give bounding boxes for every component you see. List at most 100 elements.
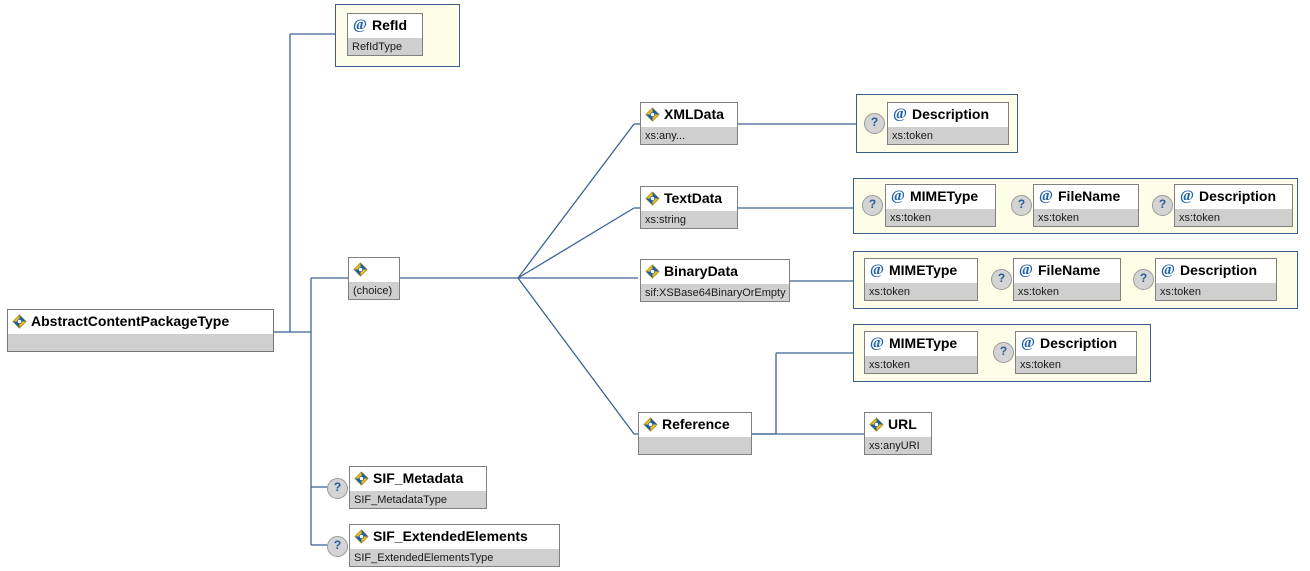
- node-title-row: @ Description: [888, 103, 1008, 126]
- node-type: xs:token: [865, 282, 977, 300]
- element-icon: [354, 471, 369, 486]
- node-type: xs:token: [865, 355, 977, 373]
- node-type: xs:string: [641, 210, 737, 228]
- node-title-row: SIF_ExtendedElements: [350, 525, 559, 548]
- node-label: FileName: [1058, 188, 1121, 204]
- node-label: SIF_Metadata: [373, 470, 464, 486]
- node-label: XMLData: [664, 106, 724, 122]
- node-title-row: @ RefId: [348, 14, 422, 37]
- node-title-row: @ FileName: [1034, 185, 1138, 208]
- node-title-row: @ MIMEType: [886, 185, 995, 208]
- attribute-icon: @: [870, 335, 884, 351]
- node-label: URL: [888, 416, 917, 432]
- node-type: xs:any...: [641, 126, 737, 144]
- optional-marker-binary-filename: ?: [991, 269, 1012, 290]
- node-type: xs:token: [888, 126, 1008, 144]
- node-title-row: @ Description: [1156, 259, 1276, 282]
- node-title-row: AbstractContentPackageType: [8, 310, 273, 333]
- node-xmldata-description[interactable]: @ Description xs:token: [887, 102, 1009, 145]
- node-type: xs:token: [886, 208, 995, 226]
- element-icon: [645, 264, 660, 279]
- element-icon: [353, 262, 368, 277]
- node-label: BinaryData: [664, 263, 738, 279]
- node-label: TextData: [664, 190, 723, 206]
- attribute-icon: @: [870, 262, 884, 278]
- node-type: SIF_MetadataType: [350, 490, 486, 508]
- node-textdata-description[interactable]: @ Description xs:token: [1174, 184, 1293, 227]
- node-label: RefId: [372, 17, 407, 33]
- node-type: xs:token: [1014, 282, 1120, 300]
- node-url[interactable]: URL xs:anyURI: [864, 412, 932, 455]
- node-label: MIMEType: [889, 262, 958, 278]
- node-title-row: @ Description: [1016, 332, 1136, 355]
- optional-marker-binary-description: ?: [1133, 269, 1154, 290]
- attribute-icon: @: [1180, 188, 1194, 204]
- node-binarydata-filename[interactable]: @ FileName xs:token: [1013, 258, 1121, 301]
- node-type: [8, 333, 273, 351]
- node-type: xs:token: [1175, 208, 1292, 226]
- node-label: MIMEType: [910, 188, 979, 204]
- node-title-row: [349, 258, 399, 281]
- optional-marker-sif-extended-elements: ?: [327, 536, 348, 557]
- element-icon: [645, 191, 660, 206]
- node-type: xs:token: [1034, 208, 1138, 226]
- optional-marker-xml-description: ?: [864, 113, 885, 134]
- node-title-row: TextData: [641, 187, 737, 210]
- attribute-icon: @: [1019, 262, 1033, 278]
- node-title-row: @ Description: [1175, 185, 1292, 208]
- node-textdata[interactable]: TextData xs:string: [640, 186, 738, 229]
- node-xmldata[interactable]: XMLData xs:any...: [640, 102, 738, 145]
- attribute-icon: @: [353, 17, 367, 33]
- node-textdata-mimetype[interactable]: @ MIMEType xs:token: [885, 184, 996, 227]
- node-type: SIF_ExtendedElementsType: [350, 548, 559, 566]
- node-label: MIMEType: [889, 335, 958, 351]
- node-title-row: @ MIMEType: [865, 332, 977, 355]
- node-label: FileName: [1038, 262, 1101, 278]
- node-refid[interactable]: @ RefId RefIdType: [347, 13, 423, 56]
- node-reference-mimetype[interactable]: @ MIMEType xs:token: [864, 331, 978, 374]
- node-reference[interactable]: Reference: [638, 412, 752, 455]
- node-label: AbstractContentPackageType: [31, 313, 230, 329]
- node-label: Description: [1040, 335, 1118, 351]
- node-binarydata-description[interactable]: @ Description xs:token: [1155, 258, 1277, 301]
- optional-marker-sif-metadata: ?: [327, 478, 348, 499]
- node-type: xs:token: [1156, 282, 1276, 300]
- attribute-icon: @: [893, 106, 907, 122]
- node-type: [639, 436, 751, 454]
- node-title-row: URL: [865, 413, 931, 436]
- node-title-row: @ FileName: [1014, 259, 1120, 282]
- attribute-icon: @: [1021, 335, 1035, 351]
- node-binarydata[interactable]: BinaryData sif:XSBase64BinaryOrEmpty: [640, 259, 790, 302]
- element-icon: [12, 314, 27, 329]
- optional-marker-text-filename: ?: [1011, 195, 1032, 216]
- node-reference-description[interactable]: @ Description xs:token: [1015, 331, 1137, 374]
- node-label: Reference: [662, 416, 730, 432]
- node-type: (choice): [349, 281, 399, 299]
- node-title-row: BinaryData: [641, 260, 789, 283]
- node-type: xs:anyURI: [865, 436, 931, 454]
- node-binarydata-mimetype[interactable]: @ MIMEType xs:token: [864, 258, 978, 301]
- element-icon: [869, 417, 884, 432]
- optional-marker-text-description: ?: [1152, 195, 1173, 216]
- node-title-row: SIF_Metadata: [350, 467, 486, 490]
- attribute-icon: @: [891, 188, 905, 204]
- node-title-row: Reference: [639, 413, 751, 436]
- node-type: sif:XSBase64BinaryOrEmpty: [641, 283, 789, 301]
- node-title-row: @ MIMEType: [865, 259, 977, 282]
- node-sif-extended-elements[interactable]: SIF_ExtendedElements SIF_ExtendedElement…: [349, 524, 560, 567]
- attribute-icon: @: [1161, 262, 1175, 278]
- node-textdata-filename[interactable]: @ FileName xs:token: [1033, 184, 1139, 227]
- node-label: SIF_ExtendedElements: [373, 528, 528, 544]
- node-type: RefIdType: [348, 37, 422, 55]
- node-label: Description: [1199, 188, 1277, 204]
- node-choice[interactable]: (choice): [348, 257, 400, 300]
- element-icon: [645, 107, 660, 122]
- element-icon: [643, 417, 658, 432]
- node-abstract-content-package-type[interactable]: AbstractContentPackageType: [7, 309, 274, 352]
- node-type: xs:token: [1016, 355, 1136, 373]
- optional-marker-text-mimetype: ?: [862, 195, 883, 216]
- attribute-icon: @: [1039, 188, 1053, 204]
- node-label: Description: [912, 106, 990, 122]
- node-sif-metadata[interactable]: SIF_Metadata SIF_MetadataType: [349, 466, 487, 509]
